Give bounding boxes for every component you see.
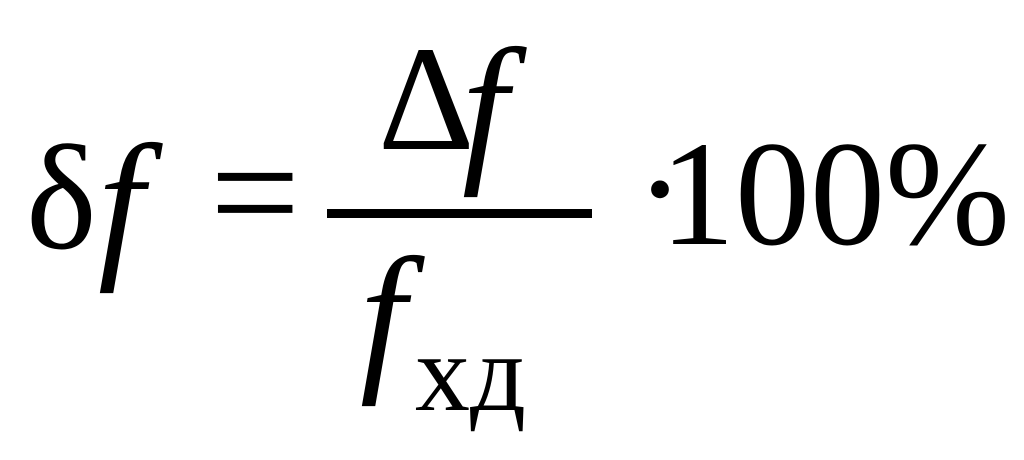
lhs-f-variable: f [98,111,144,294]
multiplication-dot: · [635,106,685,272]
denominator-f-variable: f [360,224,406,407]
equals-sign: = [210,103,301,281]
fraction-bar [327,209,592,218]
hundred-percent: 100% [660,111,1010,277]
relative-error-delta-symbol: δ [26,115,97,281]
denominator-subscript: хд [415,312,526,434]
numerator-delta-symbol: Δ [378,16,475,182]
numerator-f-variable: f [462,15,508,198]
